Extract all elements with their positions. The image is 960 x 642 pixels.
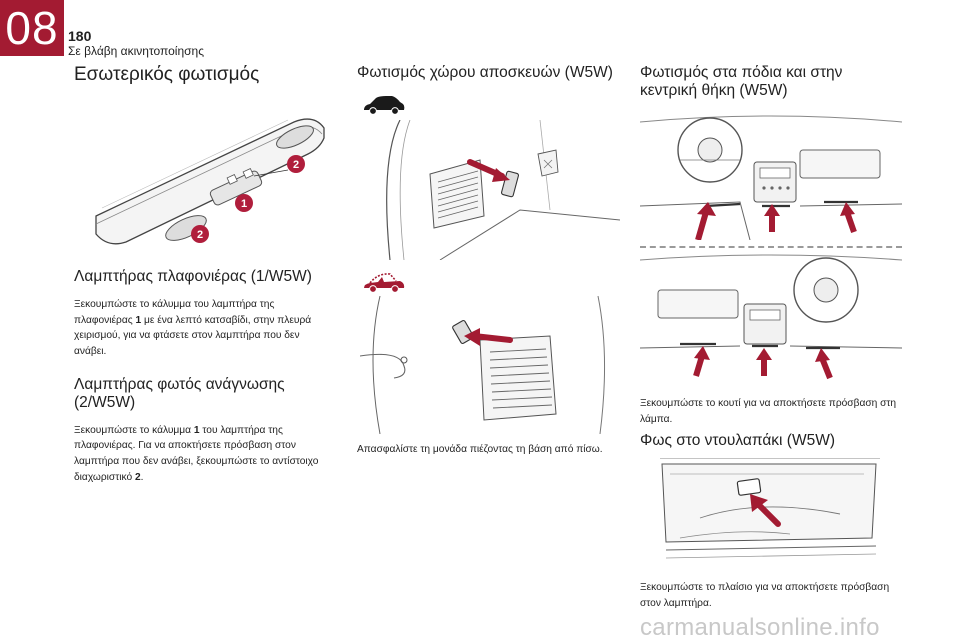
boot-lamp-illustration-convertible — [360, 296, 620, 434]
watermark-text: carmanualsonline.info — [640, 614, 880, 641]
text-footwell-lighting: Ξεκουμπώστε το κουτί για να αποκτήσετε π… — [640, 398, 897, 425]
ceiling-lamp-section: Λαμπτήρας πλαφονιέρας (1/W5W) Ξεκουμπώστ… — [74, 268, 330, 360]
heading-ceiling-lamp: Λαμπτήρας πλαφονιέρας (1/W5W) — [74, 268, 312, 285]
text-glovebox-lighting: Ξεκουμπώστε το πλαίσιο για να αποκτήσετε… — [640, 582, 890, 609]
marker-2-label-right: 2 — [293, 159, 299, 171]
heading-boot-lighting: Φωτισμός χώρου αποσκευών (W5W) — [357, 64, 613, 81]
page-number: 180 — [68, 28, 92, 44]
ceiling-lamp-illustration — [88, 108, 328, 253]
boot-lamp-illustration-sedan — [360, 120, 620, 260]
chapter-number-tab: 08 — [0, 0, 64, 56]
footwell-illustration-lhd — [640, 254, 902, 384]
glovebox-text-block: Ξεκουμπώστε το πλαίσιο για να αποκτήσετε… — [640, 580, 902, 612]
section-divider — [640, 246, 902, 248]
marker-2-bubble-right: 2 — [287, 155, 305, 173]
column-boot-lighting: Φωτισμός χώρου αποσκευών (W5W) — [357, 64, 619, 82]
marker-2-bubble-left: 2 — [191, 225, 209, 243]
sedan-car-icon — [364, 96, 405, 115]
convertible-car-icon — [364, 273, 405, 293]
text-ceiling-lamp: Ξεκουμπώστε το κάλυμμα του λαμπτήρα της … — [74, 298, 312, 358]
column-footwell-lighting: Φωτισμός στα πόδια και στην κεντρική θήκ… — [640, 64, 902, 100]
section-title-interior-lighting: Εσωτερικός φωτισμός — [74, 64, 260, 85]
column-interior-lighting: Εσωτερικός φωτισμός — [74, 64, 330, 86]
boot-lighting-text-block: Απασφαλίστε τη μονάδα πιέζοντας τη βάση … — [357, 442, 619, 458]
glovebox-illustration — [640, 458, 902, 576]
footwell-text-block: Ξεκουμπώστε το κουτί για να αποκτήσετε π… — [640, 396, 902, 428]
heading-glovebox-lighting: Φως στο ντουλαπάκι (W5W) — [640, 432, 836, 449]
heading-footwell-lighting: Φωτισμός στα πόδια και στην κεντρική θήκ… — [640, 64, 843, 99]
footwell-illustration-rhd — [640, 114, 902, 240]
reading-lamp-section: Λαμπτήρας φωτός ανάγνωσης (2/W5W) Ξεκουμ… — [74, 376, 330, 486]
marker-2-label-left: 2 — [197, 229, 203, 241]
text-reading-lamp: Ξεκουμπώστε το κάλυμμα 1 του λαμπτήρα τη… — [74, 424, 319, 484]
marker-1-label: 1 — [241, 198, 247, 210]
text-boot-lighting: Απασφαλίστε τη μονάδα πιέζοντας τη βάση … — [357, 444, 603, 455]
chapter-title: Σε βλάβη ακινητοποίησης — [68, 44, 205, 58]
chapter-number: 08 — [5, 2, 59, 54]
heading-reading-lamp: Λαμπτήρας φωτός ανάγνωσης (2/W5W) — [74, 376, 285, 411]
glovebox-section: Φως στο ντουλαπάκι (W5W) — [640, 432, 902, 450]
marker-1-bubble: 1 — [235, 194, 253, 212]
